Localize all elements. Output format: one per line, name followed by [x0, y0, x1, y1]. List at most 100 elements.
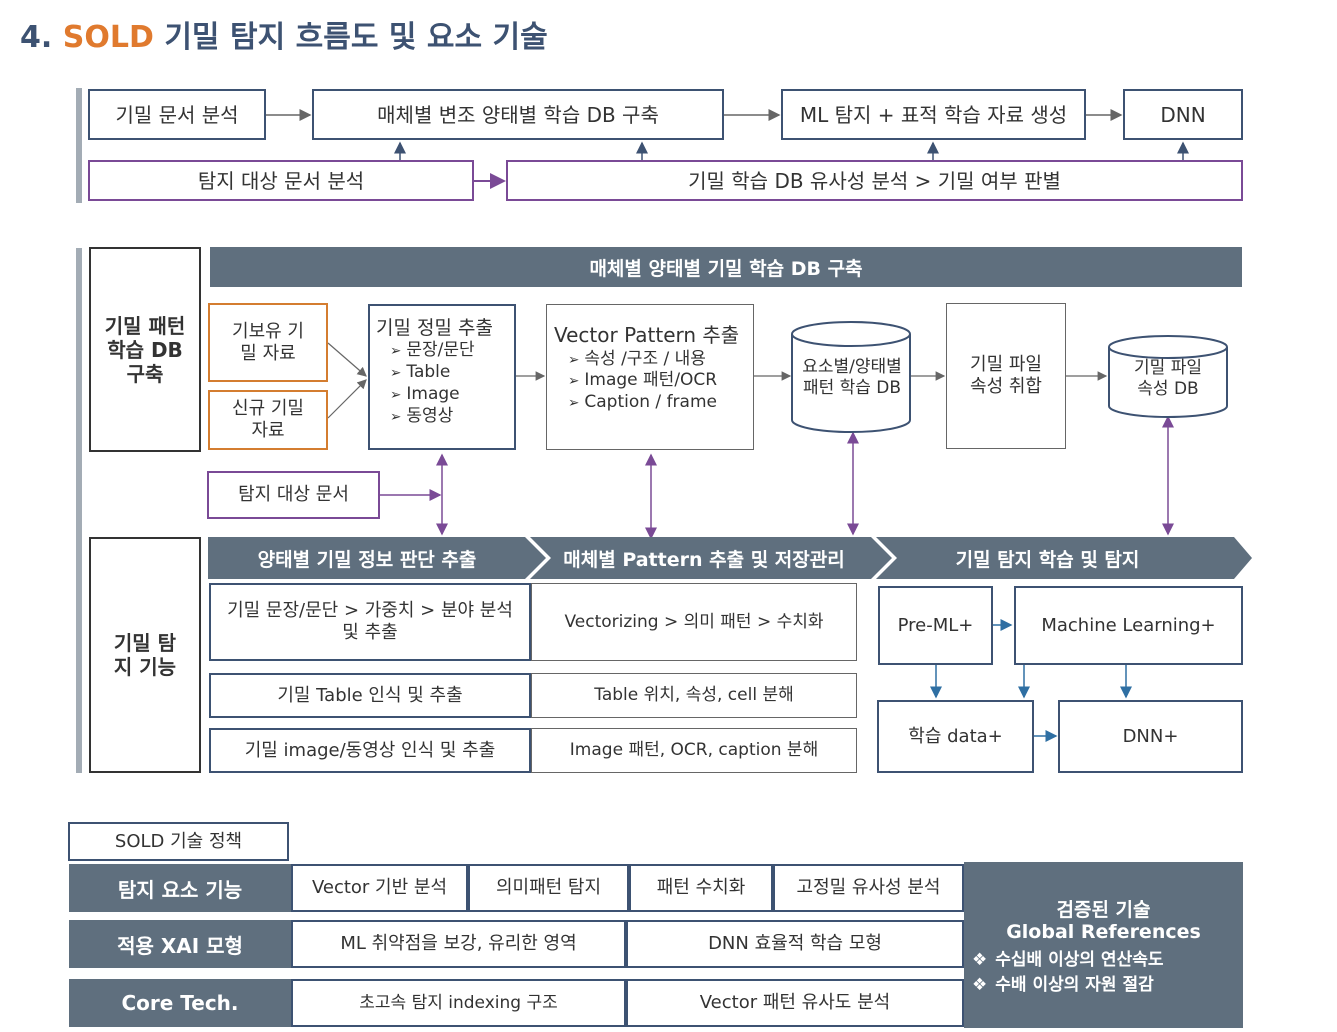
extract-item: Image	[376, 384, 493, 406]
chevron-learn-label: 기밀 탐지 학습 및 탐지	[955, 548, 1140, 571]
chevron-pattern: 매체별 Pattern 추출 및 저장관리	[545, 537, 863, 579]
policy-cell: 의미패턴 탐지	[468, 864, 629, 912]
row-image-left: 기밀 image/동영상 인식 및 추출	[209, 728, 531, 773]
row-sentence-right: Vectorizing > 의미 패턴 > 수치화	[531, 583, 857, 661]
similarity-box: 기밀 학습 DB 유사성 분석 > 기밀 여부 판별	[506, 160, 1243, 201]
policy-cell: Vector 기반 분석	[291, 864, 468, 912]
section-pattern-label: 기밀 패턴 학습 DB 구축	[89, 247, 201, 452]
train-data-box: 학습 data+	[877, 700, 1034, 773]
policy-cell-label: 패턴 수치화	[656, 877, 746, 899]
policy-cell-label: 초고속 탐지 indexing 구조	[359, 992, 558, 1013]
doc-analysis-label: 기밀 문서 분석	[115, 102, 239, 127]
vector-item: Caption / frame	[554, 392, 739, 414]
train-data-label: 학습 data+	[908, 725, 1003, 747]
chevron-judge: 양태별 기밀 정보 판단 추출	[210, 537, 524, 579]
precise-extract-box: 기밀 정밀 추출 문장/문단 Table Image 동영상	[368, 304, 516, 450]
vector-pattern-list: Vector Pattern 추출 속성 /구조 / 내용 Image 패턴/O…	[554, 323, 739, 414]
section-pattern-text: 기밀 패턴 학습 DB 구축	[104, 313, 186, 386]
policy-cell-label: 고정밀 유사성 분석	[796, 877, 941, 899]
section-detect-text: 기밀 탐지 기능	[113, 631, 177, 679]
element-db-cylinder	[791, 321, 911, 433]
similarity-label: 기밀 학습 DB 유사성 분석 > 기밀 여부 판별	[688, 168, 1061, 193]
policy-row-head-label: 적용 XAI 모형	[117, 933, 243, 958]
target-doc-label: 탐지 대상 문서	[238, 484, 349, 506]
vector-pattern-title: Vector Pattern 추출	[554, 323, 740, 347]
vector-pattern-box: Vector Pattern 추출 속성 /구조 / 내용 Image 패턴/O…	[546, 304, 754, 450]
row-table-right-label: Table 위치, 속성, cell 분해	[594, 685, 794, 706]
new-data-box: 신규 기밀 자료	[208, 390, 328, 450]
policy-row-head: Core Tech.	[69, 979, 291, 1027]
ml-box: Machine Learning+	[1014, 586, 1243, 665]
policy-row-head-label: Core Tech.	[121, 991, 239, 1015]
ml-detect-box: ML 탐지 + 표적 학습 자료 생성	[781, 89, 1086, 140]
vector-item: 속성 /구조 / 내용	[554, 349, 739, 371]
title-accent: SOLD	[62, 20, 154, 55]
db-build-label: 매체별 변조 양태별 학습 DB 구축	[377, 102, 659, 127]
row-sentence-left: 기밀 문장/문단 > 가중치 > 분야 분석 및 추출	[209, 583, 531, 661]
policy-cell-label: Vector 패턴 유사도 분석	[699, 992, 891, 1014]
policy-cell-label: Vector 기반 분석	[311, 877, 448, 899]
verified-item: 수배 이상의 자원 절감	[972, 974, 1154, 997]
policy-label: SOLD 기술 정책	[114, 830, 243, 852]
policy-row-head-label: 탐지 요소 기능	[117, 877, 243, 902]
policy-cell: DNN 효율적 학습 모형	[626, 920, 964, 968]
process-chevrons	[208, 537, 1252, 579]
policy-label-box: SOLD 기술 정책	[68, 822, 289, 861]
dnn-box: DNN	[1123, 89, 1243, 140]
pre-ml-box: Pre-ML+	[878, 586, 993, 665]
policy-row-head: 탐지 요소 기능	[69, 864, 291, 912]
ml-detect-label: ML 탐지 + 표적 학습 자료 생성	[799, 102, 1068, 127]
policy-cell: ML 취약점을 보강, 유리한 영역	[291, 920, 626, 968]
extract-item: Table	[376, 362, 493, 384]
row-table-left: 기밀 Table 인식 및 추출	[209, 673, 531, 718]
policy-cell: Vector 패턴 유사도 분석	[626, 979, 964, 1027]
ml-label: Machine Learning+	[1041, 614, 1216, 636]
precise-extract-list: 기밀 정밀 추출 문장/문단 Table Image 동영상	[376, 316, 493, 427]
db-build-box: 매체별 변조 양태별 학습 DB 구축	[312, 89, 724, 140]
policy-cell-label: ML 취약점을 보강, 유리한 영역	[340, 933, 577, 955]
policy-cell: 초고속 탐지 indexing 구조	[291, 979, 626, 1027]
section-detect-label: 기밀 탐지 기능	[89, 537, 201, 773]
extract-item: 문장/문단	[376, 340, 493, 362]
existing-data-box: 기보유 기밀 자료	[208, 303, 328, 382]
section-divider	[76, 248, 82, 773]
existing-data-label: 기보유 기밀 자료	[232, 320, 304, 364]
dnn-plus-label: DNN+	[1122, 725, 1179, 747]
section-divider	[76, 88, 82, 203]
chevron-learn: 기밀 탐지 학습 및 탐지	[895, 537, 1200, 579]
file-db-cylinder	[1108, 335, 1228, 418]
pre-ml-label: Pre-ML+	[897, 614, 974, 636]
doc-analysis-box: 기밀 문서 분석	[88, 89, 266, 140]
row-table-left-label: 기밀 Table 인식 및 추출	[277, 684, 463, 706]
policy-row-head: 적용 XAI 모형	[69, 920, 291, 968]
element-db-label: 요소별/양태별 패턴 학습 DB	[802, 356, 902, 398]
page-title: 4. SOLD 기밀 탐지 흐름도 및 요소 기술	[20, 12, 548, 56]
verified-title: 검증된 기술	[1056, 899, 1151, 921]
chevron-pattern-label: 매체별 Pattern 추출 및 저장관리	[563, 548, 845, 571]
verified-tech-panel: 검증된 기술 Global References 수십배 이상의 연산속도 수배…	[964, 862, 1243, 1028]
chevron-judge-label: 양태별 기밀 정보 판단 추출	[257, 548, 477, 571]
policy-cell-label: 의미패턴 탐지	[495, 877, 602, 899]
row-image-right-label: Image 패턴, OCR, caption 분해	[569, 740, 819, 761]
file-attr-label: 기밀 파일 속성 취합	[970, 354, 1042, 397]
row-table-right: Table 위치, 속성, cell 분해	[531, 673, 857, 718]
target-doc-box: 탐지 대상 문서	[207, 471, 380, 519]
db-build-banner-label: 매체별 양태별 기밀 학습 DB 구축	[589, 257, 863, 280]
title-number: 4.	[20, 20, 53, 55]
verified-subtitle: Global References	[1006, 921, 1201, 943]
row-image-left-label: 기밀 image/동영상 인식 및 추출	[244, 739, 496, 761]
target-analysis-box: 탐지 대상 문서 분석	[88, 160, 474, 201]
title-text: 기밀 탐지 흐름도 및 요소 기술	[164, 20, 548, 55]
policy-cell: 고정밀 유사성 분석	[773, 864, 964, 912]
policy-cell-label: DNN 효율적 학습 모형	[708, 933, 882, 955]
policy-cell: 패턴 수치화	[629, 864, 773, 912]
new-data-label: 신규 기밀 자료	[232, 398, 304, 441]
precise-extract-title: 기밀 정밀 추출	[376, 317, 493, 339]
file-db-label: 기밀 파일 속성 DB	[1134, 357, 1202, 399]
dnn-plus-box: DNN+	[1058, 700, 1243, 773]
target-analysis-label: 탐지 대상 문서 분석	[197, 168, 365, 193]
row-sentence-left-label: 기밀 문장/문단 > 가중치 > 분야 분석 및 추출	[227, 600, 513, 643]
row-image-right: Image 패턴, OCR, caption 분해	[531, 728, 857, 773]
file-attr-box: 기밀 파일 속성 취합	[946, 303, 1066, 449]
